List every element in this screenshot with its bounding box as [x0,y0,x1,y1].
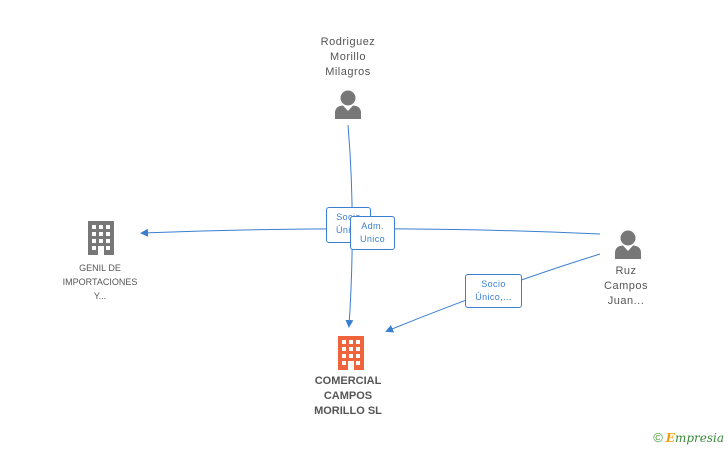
label-line: Rodriguez [320,36,376,48]
label-line: COMERCIAL [314,375,382,387]
company-genil-label[interactable]: GENIL DE IMPORTACIONES Y... [40,261,160,303]
badge-line: Adm. [361,221,384,231]
badge-line: Socio [336,212,361,222]
person-ruz-label[interactable]: Ruz Campos Juan... [586,264,666,309]
edge-label-badge[interactable]: Adm. Unico [350,216,395,250]
brand-footer: ©Empresia [653,430,724,445]
building-icon[interactable] [335,336,367,370]
label-line: IMPORTACIONES [62,277,138,287]
label-line: CAMPOS [323,390,373,402]
label-line: MORILLO SL [314,405,382,417]
label-line: Milagros [325,66,371,78]
copyright-icon: © [653,430,663,445]
label-line: Juan... [607,295,645,307]
label-line: Y... [93,291,107,301]
label-line: Morillo [330,51,366,63]
person-icon[interactable] [334,89,362,119]
badge-line: Socio [481,279,506,289]
edge-label-badge[interactable]: Socio Único,... [465,274,522,308]
label-line: Campos [604,280,648,292]
person-rodriguez-label[interactable]: Rodriguez Morillo Milagros [298,35,398,80]
label-line: Ruz [615,265,637,277]
person-icon[interactable] [614,229,642,259]
badge-line: Único,... [475,292,512,302]
empresia-logo: Empresia [665,431,724,445]
label-line: GENIL DE [79,263,121,273]
badge-line: Unico [359,234,385,244]
building-icon[interactable] [85,221,117,255]
badge-line: Único [335,225,361,235]
company-comercial-label[interactable]: COMERCIAL CAMPOS MORILLO SL [288,374,408,419]
